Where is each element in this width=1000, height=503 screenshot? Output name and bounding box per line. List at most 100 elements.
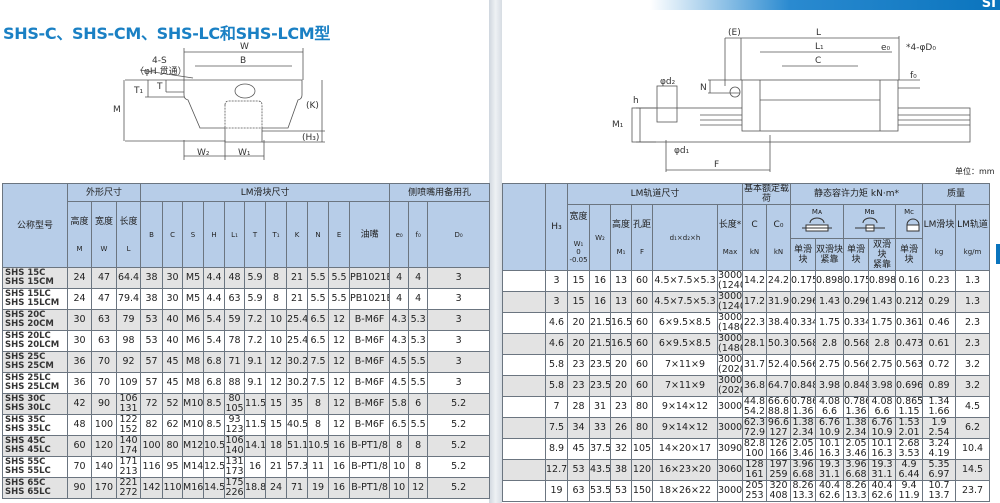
value-cell: 79.4: [115, 288, 142, 310]
value-cell: 31: [589, 396, 611, 418]
column-header-symbol: K: [294, 230, 300, 239]
value-cell: B-M6F: [349, 330, 391, 352]
column-header: E: [328, 201, 351, 268]
value-cell: 64.4: [115, 267, 142, 289]
column-header-symbol: T₁: [272, 230, 280, 239]
column-header: T: [244, 201, 267, 268]
column-header-label: 孔距: [632, 219, 651, 230]
value-cell: 8.5: [203, 393, 226, 415]
value-cell: M6: [182, 309, 205, 331]
value-cell: 1.34 1.66: [922, 396, 957, 418]
value-cell: 5.2: [427, 414, 491, 436]
group-header: 外形尺寸: [66, 183, 142, 202]
column-header-symbol: kN: [773, 247, 784, 256]
value-cell: 7.2: [244, 309, 267, 331]
value-cell: 45: [162, 351, 184, 373]
value-cell: 96.6 127: [765, 417, 792, 439]
model-cell-continued: [502, 480, 546, 502]
value-cell: 8: [307, 393, 330, 415]
column-header: K: [286, 201, 309, 268]
value-cell: 40.4 62.6: [815, 480, 845, 502]
value-cell: 8.26 13.3: [843, 480, 870, 502]
value-cell: 34: [567, 417, 590, 439]
value-cell: 7.5: [307, 372, 330, 394]
value-cell: 25.4: [286, 309, 309, 331]
value-cell: 16: [589, 270, 611, 292]
value-cell: 5.2: [427, 435, 491, 457]
value-cell: 36: [67, 372, 92, 394]
model-cell-continued: [502, 459, 546, 481]
value-cell: 2.3: [955, 333, 991, 355]
column-header-label: C₀: [773, 219, 784, 230]
value-cell: 3.96 6.68: [790, 459, 817, 481]
value-cell: 12: [328, 414, 351, 436]
value-cell: 64.7: [765, 375, 792, 397]
value-cell: 171 213: [115, 456, 142, 478]
value-cell: 2.05 3.46: [790, 438, 817, 460]
value-cell: 62: [162, 414, 184, 436]
value-cell: 93 123: [224, 414, 246, 436]
dim-m1: M₁: [612, 120, 624, 130]
value-cell: 3000 (1480): [717, 333, 743, 355]
dim-t1: T₁: [133, 86, 143, 96]
value-cell: 14.5: [203, 477, 226, 499]
value-cell: 1.53 2.01: [895, 417, 924, 439]
value-cell: 80: [162, 435, 184, 457]
value-cell: 7.5: [307, 351, 330, 373]
value-cell: 60: [631, 354, 653, 376]
value-cell: 18×26×22: [652, 480, 718, 502]
column-header: T₁: [265, 201, 288, 268]
value-cell: 3000: [717, 417, 743, 439]
value-cell: 15: [265, 393, 288, 415]
value-cell: 205 253: [742, 480, 767, 502]
value-cell: 63: [91, 330, 117, 352]
value-cell: 7.5: [545, 417, 568, 439]
value-cell: B-M6F: [349, 414, 391, 436]
value-cell: 0.786 1.36: [790, 396, 817, 418]
value-cell: 16.5: [610, 312, 632, 334]
column-header: L₁: [224, 201, 246, 268]
value-cell: 8: [307, 414, 330, 436]
moment-ma-header: Mᴀ: [790, 204, 845, 239]
column-header-symbol: W: [100, 244, 108, 253]
value-cell: 10: [265, 309, 288, 331]
model-cell: SHS 65C SHS 65LC: [2, 477, 68, 499]
column-header-label: 长度*: [718, 219, 742, 230]
column-header-h3: H₃: [545, 183, 568, 271]
value-cell: 30.2: [286, 351, 309, 373]
value-cell: 28.1: [742, 333, 767, 355]
value-cell: 53: [567, 459, 590, 481]
model-cell-continued: [502, 375, 546, 397]
value-cell: 3.24 4.19: [922, 438, 957, 460]
value-cell: 5.9: [244, 288, 267, 310]
column-header: C₀ kN: [765, 204, 792, 271]
value-cell: 15: [567, 270, 590, 292]
value-cell: PB1021B: [349, 288, 391, 310]
value-cell: 47: [91, 267, 117, 289]
value-cell: 1.3: [955, 291, 991, 313]
value-cell: B-PT1/8: [349, 435, 391, 457]
value-cell: 17.2: [742, 291, 767, 313]
group-header: LM滑块尺寸: [140, 183, 391, 202]
value-cell: 0.848: [790, 375, 817, 397]
value-cell: 37.5: [589, 438, 611, 460]
value-cell: 4.6: [545, 333, 568, 355]
value-cell: 6.76 10.9: [815, 417, 845, 439]
moment-mb-header: Mʙ: [843, 204, 897, 239]
dim-m: M: [113, 105, 121, 115]
value-cell: M16: [182, 477, 205, 499]
column-header-symbol: S: [190, 230, 196, 239]
value-cell: 8: [408, 435, 429, 457]
value-cell: 32: [610, 438, 632, 460]
value-cell: 6×9.5×8.5: [652, 333, 718, 355]
